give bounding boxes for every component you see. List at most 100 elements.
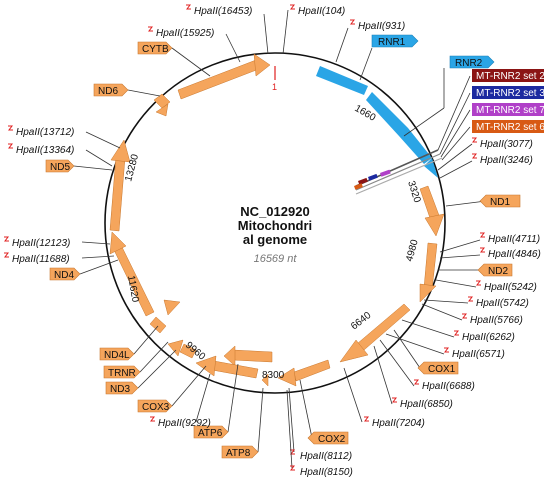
- cut-site-icon: [150, 416, 155, 422]
- cut-site-icon: [290, 4, 295, 10]
- gene-label-nd6-box: [93, 83, 129, 97]
- cut-site-icon: [480, 232, 485, 238]
- origin-tick-label: 1: [272, 82, 277, 92]
- atp8-arrow: [261, 373, 269, 387]
- nd2-arrowhead: [419, 283, 437, 303]
- primer-set-2-mark: [358, 177, 368, 185]
- primer-set-6-mark: [354, 183, 363, 190]
- hpaii-site-931: HpaII(931): [358, 21, 405, 32]
- primer-set-6-label: MT-RNR2 set 6: [476, 122, 545, 133]
- nd1-arrowhead: [424, 213, 445, 237]
- title-line-1: NC_012920: [240, 204, 309, 219]
- cut-site-icon: [8, 143, 13, 149]
- rnr1-arrow: [316, 66, 368, 95]
- primer-set-2-label: MT-RNR2 set 2: [476, 71, 545, 82]
- nd6-body: [153, 93, 171, 109]
- hpaii-site-7204: HpaII(7204): [372, 418, 425, 429]
- gene-label-nd6: ND6: [98, 86, 118, 97]
- tick-4980: 4980: [404, 238, 420, 263]
- cut-site-icon: [462, 313, 467, 319]
- cut-site-icon: [468, 296, 473, 302]
- gene-label-cox3: COX3: [142, 402, 170, 413]
- tick-3320: 3320: [405, 180, 422, 205]
- nd4l-arrow: [149, 316, 167, 334]
- cut-site-icon: [8, 125, 13, 131]
- gene-label-nd3-box: [105, 381, 139, 395]
- cox2-arrowhead: [277, 367, 297, 387]
- primer-set-2-box: [472, 69, 544, 82]
- nd2-arrow: [423, 242, 438, 291]
- cut-site-icon: [4, 236, 9, 242]
- cut-site-icon: [290, 465, 295, 471]
- gene-label-nd2: ND2: [488, 266, 508, 277]
- tick-11620: 11620: [125, 275, 141, 304]
- nd3-arrow: [179, 343, 197, 359]
- cut-site-icon: [444, 347, 449, 353]
- gene-label-atp8-box: [221, 445, 259, 459]
- title-line-2: Mitochondri: [238, 218, 312, 233]
- rrna-genes: [316, 66, 438, 178]
- cut-site-icon: [480, 247, 485, 253]
- primer-set-3-box: [472, 86, 544, 99]
- gene-label-nd4l: ND4L: [104, 350, 130, 361]
- gene-label-rnr1-box: [371, 34, 419, 48]
- cut-site-icon: [472, 137, 477, 143]
- primer-set-6-box: [472, 120, 544, 133]
- atp6-arrow: [232, 349, 273, 363]
- hpaii-site-6571: HpaII(6571): [452, 349, 505, 360]
- cut-site-icon: [290, 449, 295, 455]
- hpaii-site-4846: HpaII(4846): [488, 249, 541, 260]
- rnr2-arrowhead: [424, 158, 438, 178]
- cut-site-icon: [454, 330, 459, 336]
- hpaii-site-104: HpaII(104): [298, 6, 345, 17]
- genome-length: 16569 nt: [254, 253, 298, 265]
- cut-site-icon: [350, 19, 355, 25]
- gene-label-atp6: ATP6: [198, 428, 223, 439]
- hpaii-site-4711: HpaII(4711): [488, 234, 540, 245]
- nd4l-arrowhead: [163, 299, 181, 316]
- primer-set-3-mark: [368, 173, 378, 181]
- hpaii-site-12123: HpaII(12123): [12, 238, 70, 249]
- primer-set-stack: [354, 149, 443, 195]
- cut-site-icon: [148, 26, 153, 32]
- hpaii-site-9292: HpaII(9292): [158, 418, 211, 429]
- hpaii-site-6688: HpaII(6688): [422, 381, 475, 392]
- gene-labels: RNR1 RNR2 MT-RNR2 set 2 MT-RNR2 set 3 MT…: [45, 34, 545, 459]
- gene-label-nd2-box: [477, 263, 513, 277]
- gene-label-cytb: CYTB: [142, 44, 169, 55]
- hpaii-site-11688: HpaII(11688): [12, 254, 70, 265]
- hpaii-site-13364: HpaII(13364): [16, 145, 74, 156]
- title-line-3: al genome: [243, 232, 307, 247]
- cut-site-icon: [364, 416, 369, 422]
- genome-backbone: [104, 52, 446, 394]
- nd4-arrowhead: [109, 231, 127, 255]
- hpaii-site-8150: HpaII(8150): [300, 467, 353, 478]
- cytb-arrow: [177, 59, 260, 100]
- cut-site-icon: [4, 252, 9, 258]
- primer-set-7-mark: [380, 169, 391, 177]
- gene-label-atp6-box: [193, 425, 229, 439]
- primer-set-7-box: [472, 103, 544, 116]
- cut-site-icon: [414, 379, 419, 385]
- cut-site-icon: [476, 280, 481, 286]
- gene-label-rnr1: RNR1: [378, 37, 406, 48]
- cut-site-icon: [392, 397, 397, 403]
- cut-site-icon: [472, 153, 477, 159]
- primer-set-7-label: MT-RNR2 set 7: [476, 105, 545, 116]
- tick-8300: 8300: [262, 370, 285, 381]
- cox1-arrowhead: [339, 339, 369, 363]
- hpaii-site-13712: HpaII(13712): [16, 127, 74, 138]
- hpaii-site-15925: HpaII(15925): [156, 28, 214, 39]
- hpaii-site-3077: HpaII(3077): [480, 139, 533, 150]
- gene-label-cytb-box: [137, 41, 173, 55]
- gene-label-nd3: ND3: [110, 384, 130, 395]
- hpaii-site-5742: HpaII(5742): [476, 298, 529, 309]
- hpaii-site-16453: HpaII(16453): [194, 6, 252, 17]
- gene-label-cox2: COX2: [318, 434, 346, 445]
- rnr2-arrow: [366, 92, 432, 164]
- hpaii-site-8112: HpaII(8112): [300, 451, 352, 462]
- gene-label-cox2-box: [307, 431, 349, 445]
- gene-label-nd4-box: [49, 267, 81, 281]
- gene-label-nd1: ND1: [490, 197, 510, 208]
